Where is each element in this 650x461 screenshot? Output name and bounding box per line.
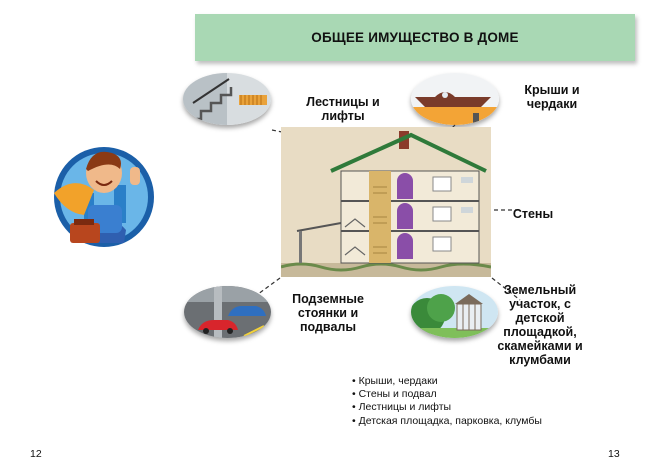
list-item: Лестницы и лифты [352,401,542,414]
page-number-right: 13 [608,448,620,460]
list-item: Стены и подвал [352,388,542,401]
walls-label: Стены [512,207,554,221]
parking-image [184,286,271,338]
roof-image [411,73,499,125]
list-item: Крыши, чердаки [352,375,542,388]
list-item: Детская площадка, парковка, клумбы [352,415,542,428]
stairs-label: Лестницы и лифты [306,95,380,123]
mascot-illustration [44,135,156,253]
page-title: ОБЩЕЕ ИМУЩЕСТВО В ДОМЕ [311,30,519,45]
summary-list: Крыши, чердаки Стены и подвал Лестницы и… [352,375,542,428]
land-plot-label: Земельный участок, с детской площадкой, … [497,283,583,367]
roofs-label: Крыши и чердаки [524,83,580,111]
title-banner: ОБЩЕЕ ИМУЩЕСТВО В ДОМЕ [195,14,635,61]
land-plot-image [411,286,498,338]
page-number-left: 12 [30,448,42,460]
parking-label: Подземные стоянки и подвалы [292,292,364,334]
house-cross-section [281,127,491,277]
